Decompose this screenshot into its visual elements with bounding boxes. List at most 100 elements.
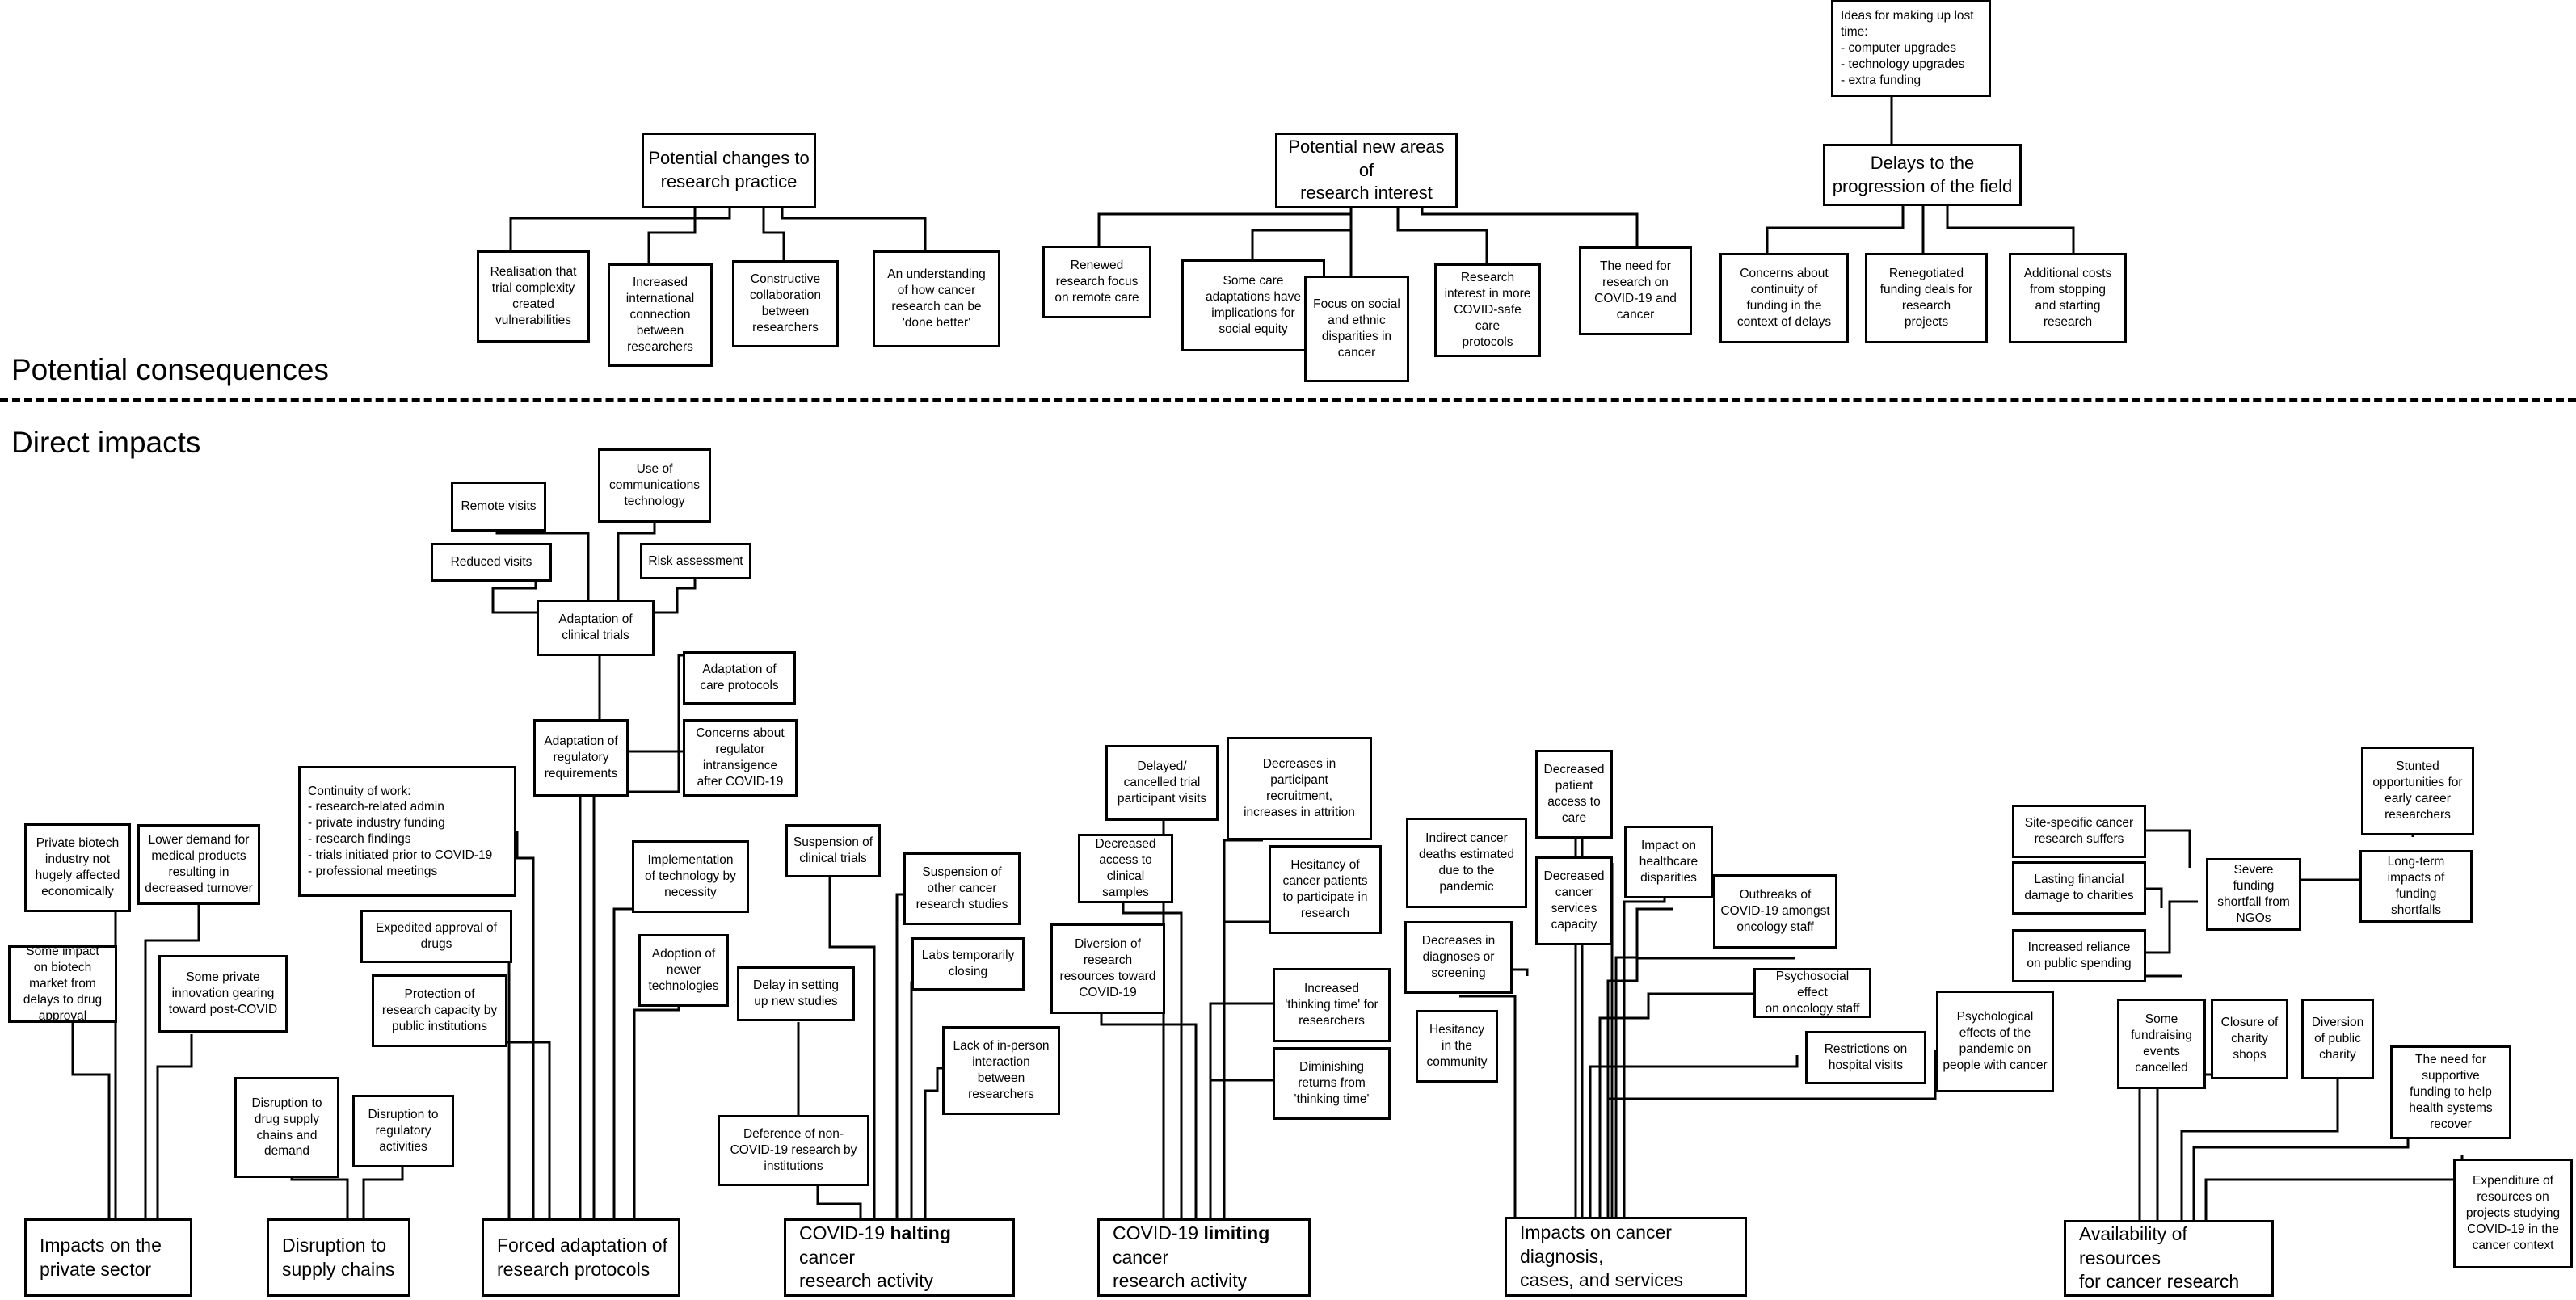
node-delay-new-studies: Delay in setting up new studies bbox=[737, 966, 855, 1021]
category-halting: COVID-19 halting cancer research activit… bbox=[784, 1218, 1015, 1297]
node-social-ethnic-disparities: Focus on social and ethnic disparities i… bbox=[1304, 276, 1409, 382]
node-private-innovation: Some private innovation gearing toward p… bbox=[158, 955, 288, 1033]
connector bbox=[1100, 1012, 1198, 1218]
node-adoption-technologies: Adoption of newer technologies bbox=[638, 934, 729, 1007]
node-clinical-samples: Decreased access to clinical samples bbox=[1078, 834, 1173, 903]
connector bbox=[1396, 208, 1488, 263]
node-hesitancy-patients: Hesitancy of cancer patients to particip… bbox=[1269, 845, 1382, 934]
connector bbox=[2192, 1139, 2410, 1222]
connector bbox=[1122, 903, 1183, 1218]
connector bbox=[2180, 1073, 2339, 1222]
node-severe-shortfall: Severe funding shortfall from NGOs bbox=[2206, 858, 2301, 931]
category-forced-adaptation: Forced adaptation of research protocols bbox=[482, 1218, 680, 1297]
connector bbox=[1608, 1050, 1937, 1100]
connector bbox=[1589, 1055, 1799, 1217]
connector bbox=[1946, 206, 2075, 253]
connector bbox=[816, 1181, 862, 1218]
node-lack-interaction: Lack of in-person interaction between re… bbox=[942, 1026, 1060, 1115]
connector bbox=[516, 831, 535, 1220]
connector bbox=[1766, 206, 1905, 253]
node-protection-capacity: Protection of research capacity by publi… bbox=[372, 974, 507, 1047]
connector bbox=[491, 580, 540, 614]
node-regulator-concerns: Concerns about regulator intransigence a… bbox=[683, 719, 798, 797]
node-charity-shops: Closure of charity shops bbox=[2211, 999, 2288, 1079]
node-continuity-of-work: Continuity of work: - research-related a… bbox=[298, 766, 516, 897]
node-outbreaks-staff: Outbreaks of COVID-19 amongst oncology s… bbox=[1713, 874, 1837, 949]
node-diversion-resources: Diversion of research resources toward C… bbox=[1050, 923, 1165, 1014]
section-label-direct-impacts: Direct impacts bbox=[11, 426, 201, 459]
connector bbox=[781, 208, 927, 250]
node-restrictions-visits: Restrictions on hospital visits bbox=[1805, 1031, 1926, 1084]
node-indirect-deaths: Indirect cancer deaths estimated due to … bbox=[1406, 818, 1527, 908]
node-diminishing-returns: Diminishing returns from 'thinking time' bbox=[1273, 1047, 1391, 1120]
node-covid-cancer-research: The need for research on COVID-19 and ca… bbox=[1579, 246, 1692, 335]
connector bbox=[1606, 957, 1795, 1217]
node-expedited-approval: Expedited approval of drugs bbox=[360, 910, 512, 963]
node-labs-closing: Labs temporarily closing bbox=[911, 937, 1025, 991]
connector bbox=[144, 902, 200, 1218]
node-hesitancy-community: Hesitancy in the community bbox=[1416, 1010, 1498, 1083]
node-lasting-damage: Lasting financial damage to charities bbox=[2012, 861, 2146, 915]
node-reduced-visits: Reduced visits bbox=[431, 543, 552, 582]
section-label-potential-consequences: Potential consequences bbox=[11, 353, 329, 386]
node-research-practice: Potential changes to research practice bbox=[642, 133, 816, 208]
connector bbox=[655, 577, 697, 614]
node-supportive-funding: The need for supportive funding to help … bbox=[2390, 1045, 2511, 1139]
node-international-connection: Increased international connection betwe… bbox=[608, 263, 713, 367]
node-site-specific: Site-specific cancer research suffers bbox=[2012, 805, 2146, 858]
node-risk-assessment: Risk assessment bbox=[640, 543, 751, 579]
node-drug-supply: Disruption to drug supply chains and dem… bbox=[234, 1077, 339, 1178]
node-biotech-delays: Some impact on biotech market from delay… bbox=[8, 944, 117, 1023]
node-expenditure-covid: Expenditure of resources on projects stu… bbox=[2453, 1159, 2573, 1268]
node-decreased-access: Decreased patient access to care bbox=[1535, 750, 1613, 839]
section-divider bbox=[0, 398, 2576, 402]
node-public-spending: Increased reliance on public spending bbox=[2012, 929, 2146, 982]
category-diagnosis: Impacts on cancer diagnosis, cases, and … bbox=[1505, 1217, 1747, 1297]
node-new-areas: Potential new areas of research interest bbox=[1275, 133, 1458, 208]
connector bbox=[1459, 995, 1517, 1217]
connector bbox=[2146, 900, 2198, 954]
node-psychological-effects: Psychological effects of the pandemic on… bbox=[1936, 991, 2054, 1092]
node-fundraising-cancelled: Some fundraising events cancelled bbox=[2117, 999, 2206, 1089]
connector bbox=[1209, 1002, 1273, 1218]
node-adaptation-clinical-trials: Adaptation of clinical trials bbox=[537, 600, 655, 656]
connector bbox=[1097, 208, 1353, 246]
node-social-equity: Some care adaptations have implications … bbox=[1181, 259, 1325, 351]
connector bbox=[495, 530, 590, 600]
node-funding-continuity: Concerns about continuity of funding in … bbox=[1719, 253, 1849, 343]
connector bbox=[647, 208, 697, 263]
node-services-capacity: Decreased cancer services capacity bbox=[1535, 856, 1613, 945]
node-psychosocial-staff: Psychosocial effect on oncology staff bbox=[1753, 968, 1871, 1018]
connector bbox=[617, 522, 656, 600]
node-decreases-recruitment: Decreases in participant recruitment, in… bbox=[1227, 737, 1372, 840]
connector bbox=[828, 870, 876, 1218]
node-deference-research: Deference of non- COVID-19 research by i… bbox=[718, 1115, 869, 1186]
category-limiting: COVID-19 limiting cancer research activi… bbox=[1097, 1218, 1311, 1297]
node-communications-technology: Use of communications technology bbox=[598, 448, 711, 523]
connector bbox=[762, 208, 785, 260]
connector bbox=[633, 982, 680, 1220]
node-adaptation-care-protocols: Adaptation of care protocols bbox=[683, 651, 796, 705]
node-implementation-technology: Implementation of technology by necessit… bbox=[632, 840, 749, 913]
node-long-term-impacts: Long-term impacts of funding shortfalls bbox=[2359, 850, 2473, 923]
node-regulatory-activities: Disruption to regulatory activities bbox=[352, 1095, 454, 1167]
node-suspension-studies: Suspension of other cancer research stud… bbox=[903, 852, 1021, 925]
connector bbox=[924, 1067, 942, 1218]
connector bbox=[2204, 1155, 2464, 1222]
node-public-charity: Diversion of public charity bbox=[2301, 999, 2374, 1079]
category-private-sector: Impacts on the private sector bbox=[24, 1218, 192, 1297]
node-trial-complexity: Realisation that trial complexity create… bbox=[477, 250, 590, 343]
connector bbox=[1598, 992, 1760, 1217]
node-lower-demand: Lower demand for medical products result… bbox=[137, 824, 260, 905]
connector bbox=[509, 208, 731, 250]
connector bbox=[156, 1034, 193, 1218]
connector bbox=[1223, 839, 1263, 1218]
node-decreases-diagnoses: Decreases in diagnoses or screening bbox=[1404, 921, 1513, 994]
node-thinking-time: Increased 'thinking time' for researcher… bbox=[1273, 968, 1391, 1042]
node-suspension-trials: Suspension of clinical trials bbox=[785, 824, 881, 877]
connector bbox=[290, 1176, 349, 1220]
node-additional-costs: Additional costs from stopping and start… bbox=[2009, 253, 2127, 343]
node-done-better: An understanding of how cancer research … bbox=[873, 250, 1000, 347]
node-constructive-collaboration: Constructive collaboration between resea… bbox=[732, 260, 839, 347]
